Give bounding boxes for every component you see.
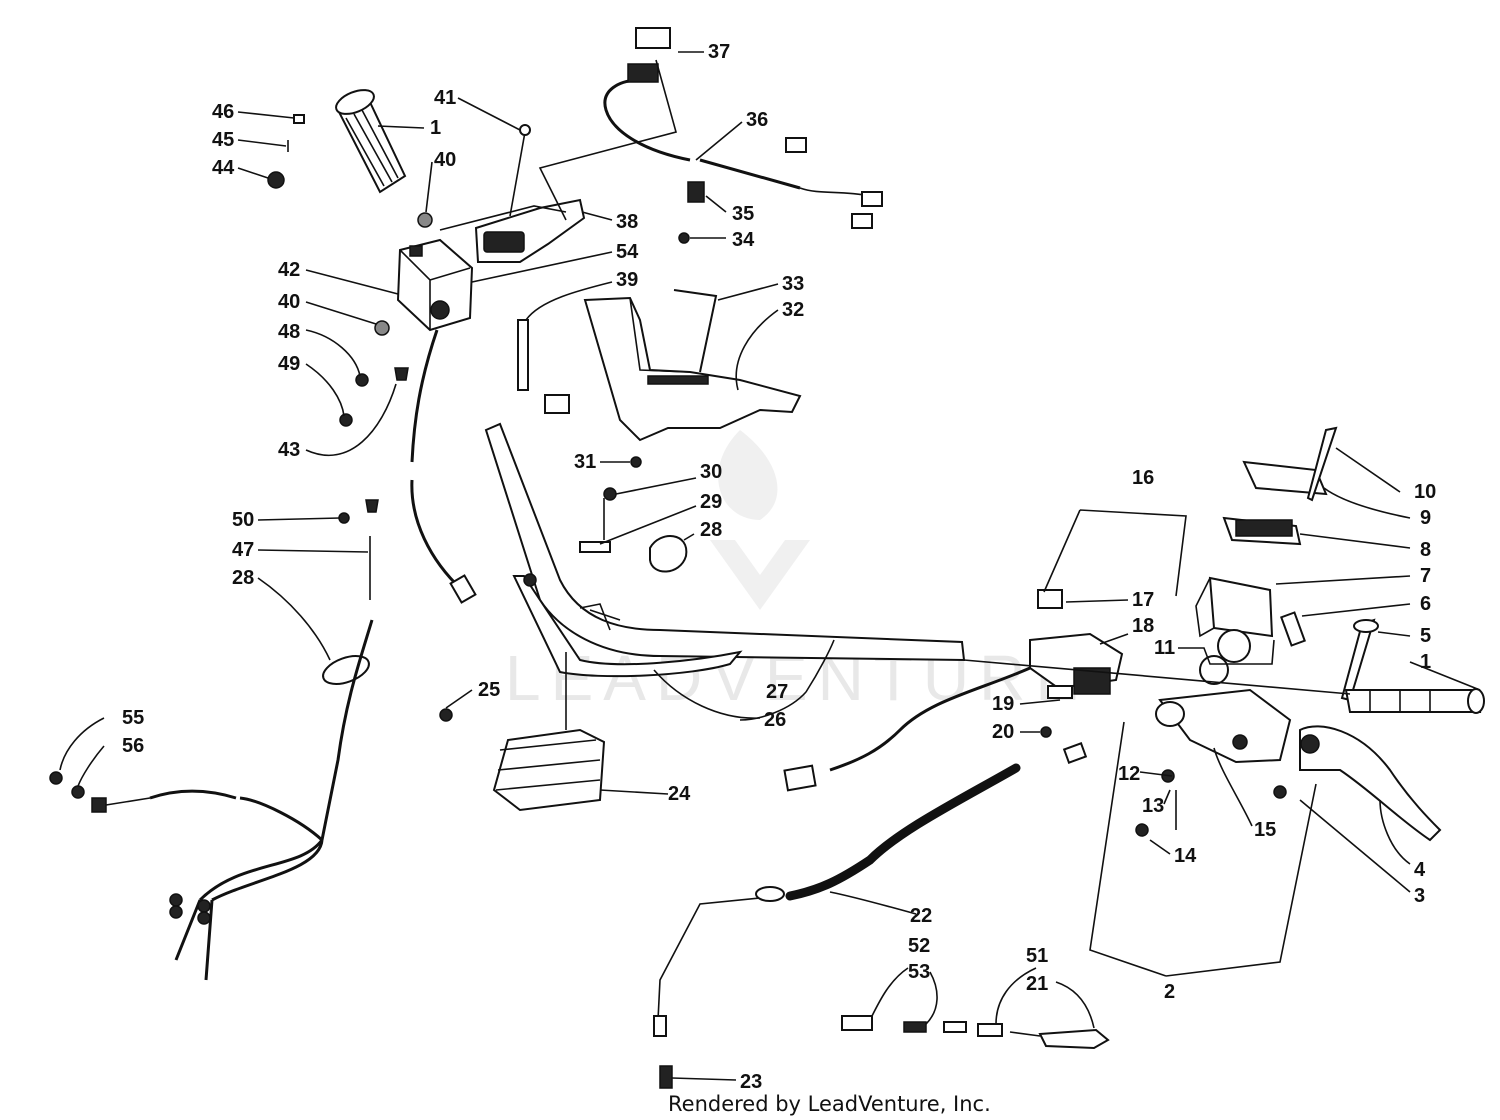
bar-hardware	[439, 456, 688, 722]
callout-45: 45	[212, 129, 234, 151]
callout-20: 20	[992, 721, 1014, 743]
callout-34: 34	[732, 229, 755, 251]
callout-32: 32	[782, 299, 804, 321]
callout-33: 33	[782, 273, 804, 295]
callout-28-top: 28	[700, 519, 722, 541]
wire-harness-top	[603, 27, 883, 244]
master-cylinder	[1195, 426, 1379, 702]
callout-22: 22	[910, 905, 932, 927]
callout-48: 48	[278, 321, 300, 343]
callout-4: 4	[1414, 859, 1426, 881]
callout-37: 37	[708, 41, 730, 63]
choke-cable	[49, 499, 379, 981]
callout-19: 19	[992, 693, 1014, 715]
callout-51: 51	[1026, 945, 1048, 967]
callout-47: 47	[232, 539, 254, 561]
brake-housing	[1155, 655, 1292, 764]
right-grip	[1344, 688, 1485, 714]
credit-text: Rendered by LeadVenture, Inc.	[668, 1092, 991, 1116]
callout-40-top: 40	[434, 149, 456, 171]
callout-50: 50	[232, 509, 254, 531]
brake-lever	[1273, 725, 1442, 842]
callout-5: 5	[1420, 625, 1431, 647]
callout-18: 18	[1132, 615, 1154, 637]
callout-30: 30	[700, 461, 722, 483]
callout-46: 46	[212, 101, 234, 123]
callout-25: 25	[478, 679, 500, 701]
callout-28-left: 28	[232, 567, 254, 589]
throttle-block	[396, 238, 474, 332]
callout-labels: 46 45 44 1 41 40 37 36 38 54 35 34 42 40…	[122, 41, 1436, 1093]
throttle-lever	[474, 198, 586, 263]
callout-7: 7	[1420, 565, 1431, 587]
callout-9: 9	[1420, 507, 1431, 529]
callout-8: 8	[1420, 539, 1431, 561]
callout-43: 43	[278, 439, 300, 461]
callout-39: 39	[616, 269, 638, 291]
callout-41: 41	[434, 87, 456, 109]
callout-23: 23	[740, 1071, 762, 1093]
callout-52: 52	[908, 935, 930, 957]
callout-6: 6	[1420, 593, 1431, 615]
switch-39	[517, 319, 570, 414]
callout-56: 56	[122, 735, 144, 757]
callout-2: 2	[1164, 981, 1175, 1003]
throttle-cable	[410, 329, 477, 604]
callout-44: 44	[212, 157, 235, 179]
callout-54: 54	[616, 241, 639, 263]
brake-light-switch	[841, 1015, 1110, 1050]
callout-55: 55	[122, 707, 144, 729]
callout-38: 38	[616, 211, 638, 233]
brake-hose	[653, 742, 1088, 1089]
callout-40-mid: 40	[278, 291, 300, 313]
hood-bracket	[583, 289, 802, 442]
callout-3: 3	[1414, 885, 1425, 907]
callout-26: 26	[764, 709, 786, 731]
callout-27: 27	[766, 681, 788, 703]
leader-lines	[59, 51, 1481, 1081]
callout-14: 14	[1174, 845, 1197, 867]
callout-29: 29	[700, 491, 722, 513]
callout-12: 12	[1118, 763, 1140, 785]
callout-11: 11	[1154, 637, 1175, 659]
callout-1-left-grip: 1	[430, 117, 441, 139]
callout-1-right-grip: 1	[1420, 651, 1431, 673]
handlebar	[484, 422, 966, 678]
callout-13: 13	[1142, 795, 1164, 817]
callout-31: 31	[574, 451, 596, 473]
switch-housing	[783, 589, 1124, 792]
callout-10: 10	[1414, 481, 1436, 503]
callout-42: 42	[278, 259, 300, 281]
callout-17: 17	[1132, 589, 1154, 611]
small-hardware-left	[267, 114, 531, 427]
callout-21: 21	[1026, 973, 1048, 995]
callout-36: 36	[746, 109, 768, 131]
callout-16: 16	[1132, 467, 1154, 489]
bar-pad	[492, 728, 606, 812]
callout-53: 53	[908, 961, 930, 983]
callout-15: 15	[1254, 819, 1276, 841]
callout-49: 49	[278, 353, 300, 375]
left-grip	[335, 89, 407, 194]
callout-24: 24	[668, 783, 691, 805]
callout-35: 35	[732, 203, 754, 225]
